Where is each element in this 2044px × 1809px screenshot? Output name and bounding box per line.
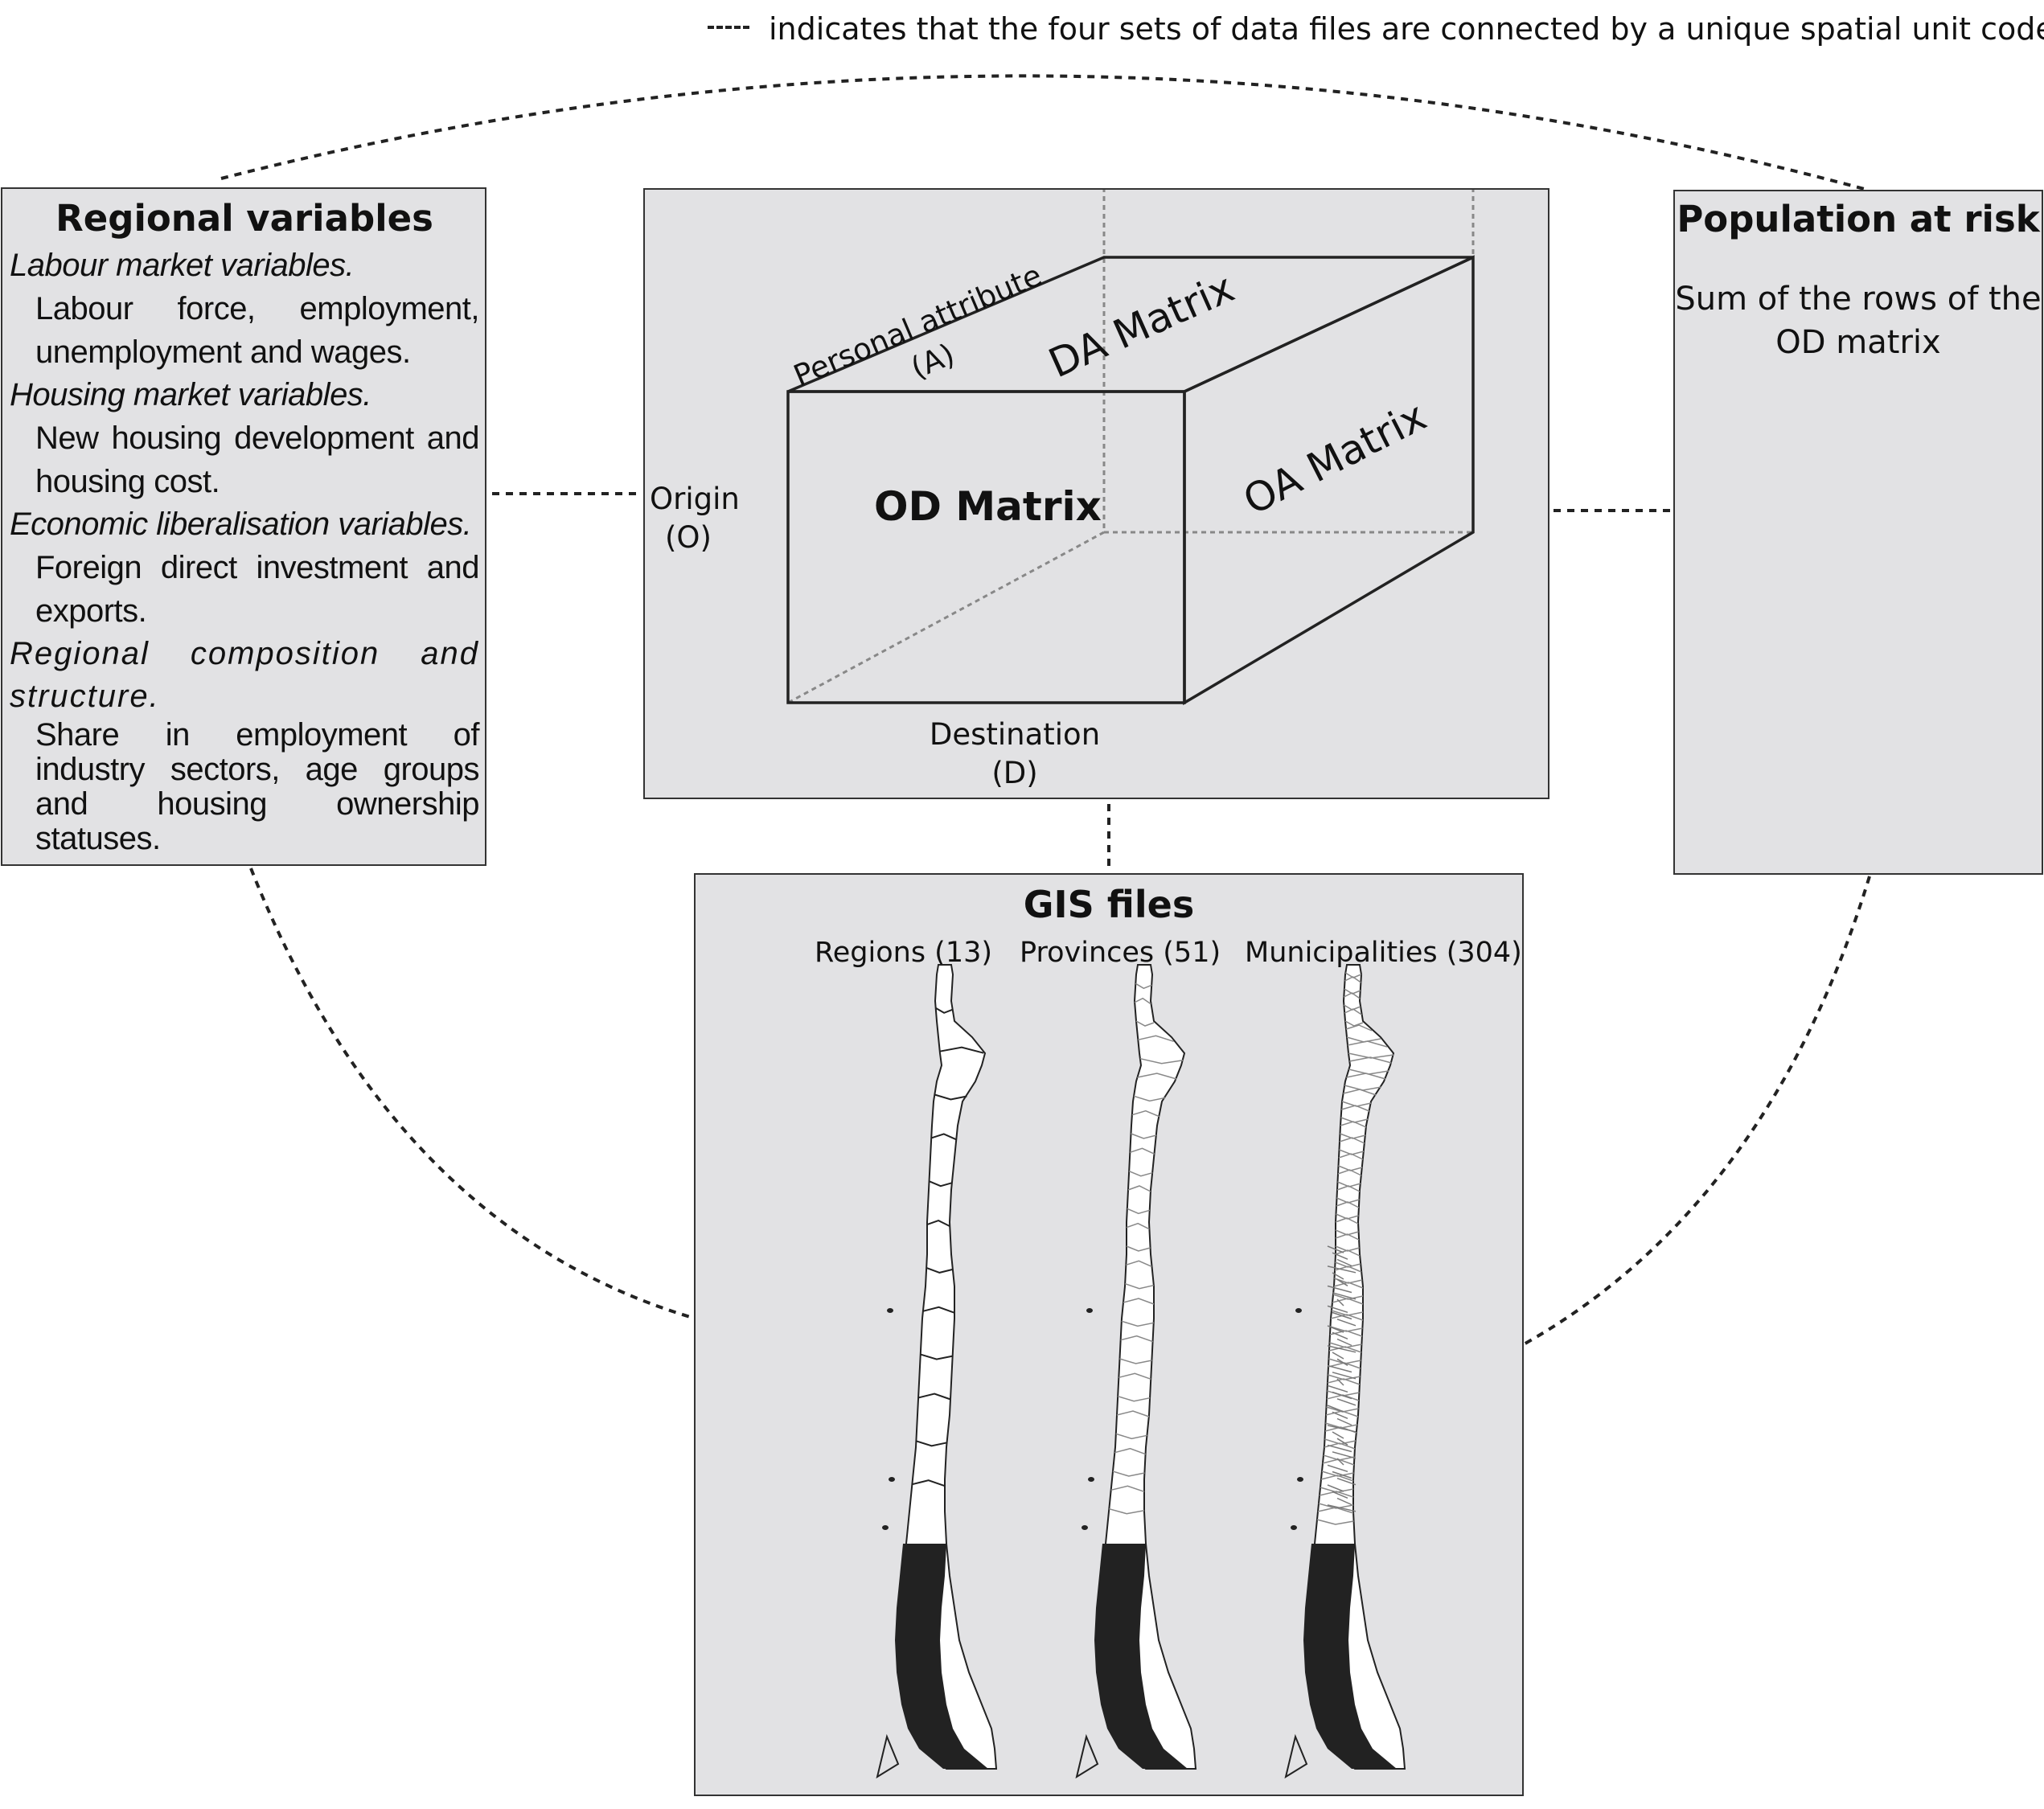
population-at-risk-box: Population at risk Sum of the rows of th… — [1673, 190, 2043, 875]
chile-map-regions — [876, 964, 998, 1779]
category-regional-description: Share in employment of industry sectors,… — [35, 717, 480, 856]
chile-map-provinces — [1075, 964, 1197, 1779]
category-economic: Economic liberalisation variables. — [10, 507, 472, 542]
od-matrix-label: OD Matrix — [874, 483, 1102, 530]
matrix-box: Personal attribute (A) Origin (O) Destin… — [643, 188, 1549, 799]
connector-arc-top — [220, 74, 1868, 191]
category-housing: Housing market variables. — [10, 377, 371, 412]
axis-d-label: Destination (D) — [929, 717, 1101, 790]
category-housing-description: New housing development and housing cost… — [35, 420, 480, 499]
gis-files-box: GIS files Regions (13) Provinces (51) Mu… — [694, 873, 1524, 1796]
category-economic-description: Foreign direct investment and exports. — [35, 550, 480, 629]
front-face — [786, 390, 1186, 704]
map-label-municipalities: Municipalities (304) — [1245, 937, 1522, 969]
axis-o-label: Origin (O) — [650, 482, 740, 555]
regional-variables-title: Regional variables — [55, 197, 433, 240]
category-regional: Regional composition and structure. — [10, 636, 479, 714]
regional-variables-box: Regional variables Labour market variabl… — [1, 187, 486, 866]
chile-map-municipalities — [1284, 964, 1406, 1779]
dashed-line-symbol — [708, 26, 749, 29]
population-at-risk-title: Population at risk — [1677, 198, 2040, 240]
gis-files-title: GIS files — [1023, 883, 1195, 926]
legend: indicates that the four sets of data fil… — [700, 6, 2044, 55]
map-label-provinces: Provinces (51) — [1020, 937, 1221, 969]
category-labour-description: Labour force, employment, unemployment a… — [35, 291, 480, 370]
map-label-regions: Regions (13) — [815, 937, 993, 969]
connector-arc-left — [249, 868, 696, 1320]
category-labour: Labour market variables. — [10, 248, 355, 283]
population-at-risk-text: Sum of the rows of the OD matrix — [1675, 281, 2042, 361]
connector-arc-right — [1523, 876, 1871, 1346]
chile-maps — [876, 964, 1406, 1779]
legend-text: indicates that the four sets of data fil… — [769, 11, 2044, 47]
cube-diagram — [786, 190, 1475, 706]
side-face — [1183, 255, 1475, 706]
